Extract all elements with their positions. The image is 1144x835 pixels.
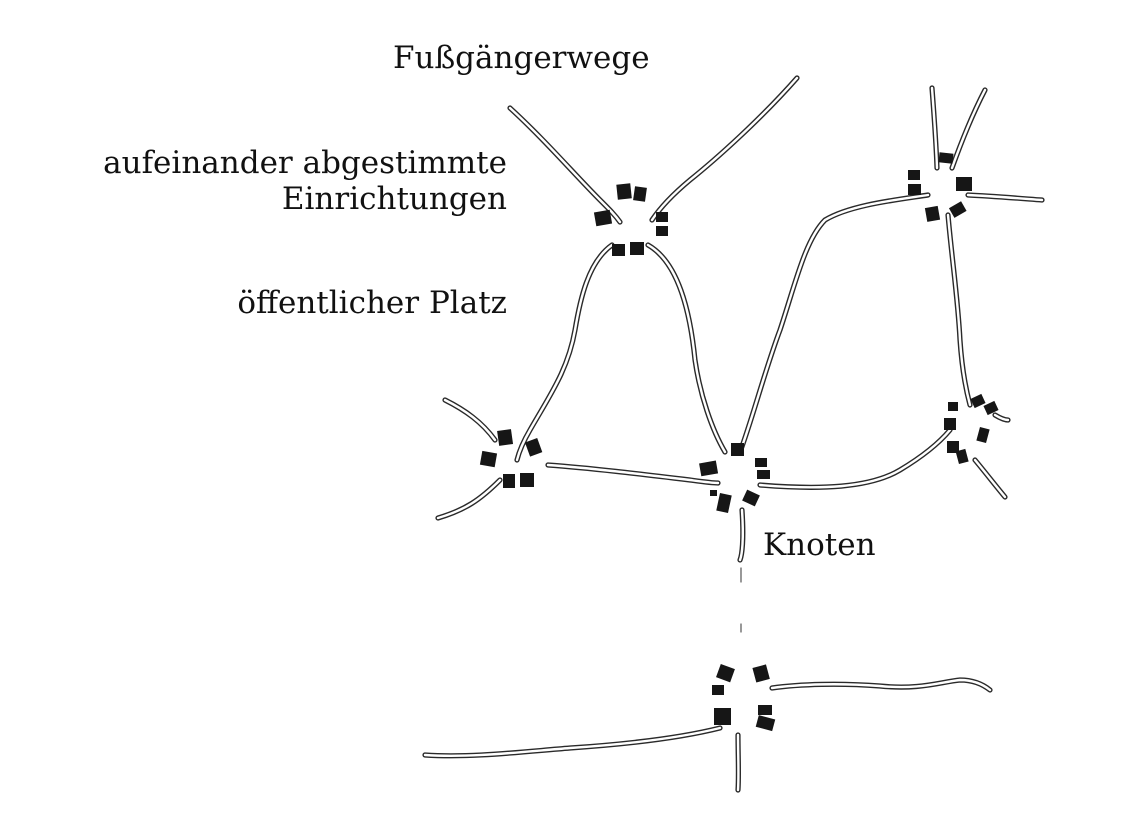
building [593,209,613,227]
building [908,184,921,195]
pedestrian-paths-inner [436,76,1044,562]
node-right-buildings [944,393,999,465]
label-public-square: öffentlicher Platz [237,285,507,321]
node-left-buildings [479,429,543,488]
building [758,705,772,715]
path-horizontal-right [757,427,953,490]
path-middle-arch [645,242,728,455]
lower-node-paths [422,677,993,793]
building [656,226,668,236]
building [716,492,732,514]
building [955,448,969,465]
building [716,664,735,683]
node-lower-buildings [712,664,776,732]
building [956,177,972,191]
label-coordinated-facilities: aufeinander abgestimmte Einrichtungen [103,145,507,217]
building [924,205,941,222]
building [757,470,770,479]
building [524,438,543,457]
pedestrian-paths [435,75,1045,563]
path-middle-to-right [737,192,931,455]
building [755,715,776,732]
building [976,426,990,444]
building [944,418,956,430]
building [616,183,632,200]
building [633,186,647,202]
building [710,490,717,496]
label-facilities-line1: aufeinander abgestimmte [103,145,507,181]
building [731,443,744,456]
building [712,685,724,695]
building [503,474,515,488]
node-top-right-buildings [908,152,972,222]
building [948,201,967,218]
building [479,450,498,468]
node-top-left-buildings [593,183,668,256]
building [656,212,668,222]
building [497,429,514,446]
label-node: Knoten [763,527,876,563]
building [947,441,959,453]
building [983,400,999,416]
building [752,664,770,683]
building [742,489,760,507]
path-west-upper [442,397,498,443]
label-facilities-line2: Einrichtungen [281,181,507,217]
building [714,708,731,725]
path-west-lower [435,477,503,521]
building [699,460,719,477]
label-pedestrian-paths: Fußgängerwege [393,40,650,76]
building [938,152,954,164]
building [520,473,534,487]
building [612,244,625,256]
building [970,393,986,409]
building [755,458,767,467]
building [630,242,644,255]
building [948,402,958,411]
building [908,170,920,180]
node-middle-buildings [699,443,770,514]
